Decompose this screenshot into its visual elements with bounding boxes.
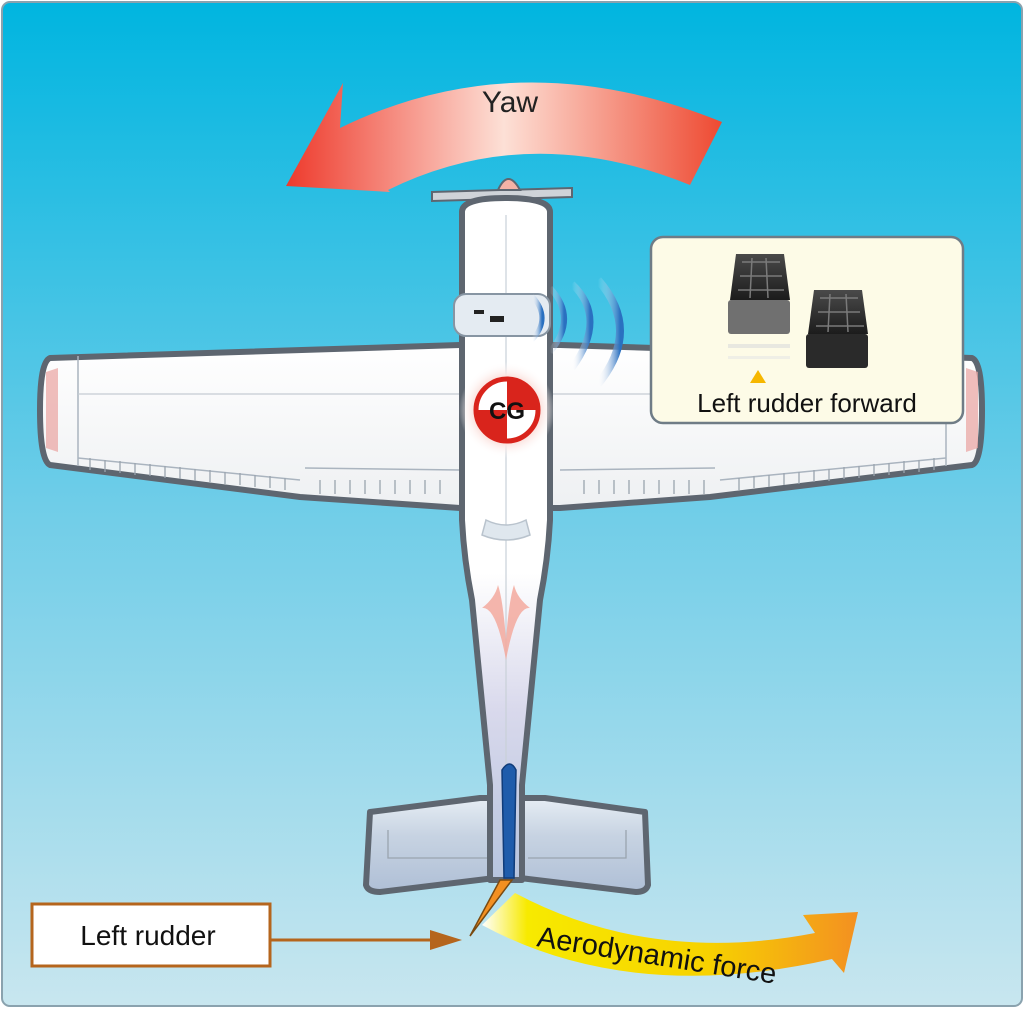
pedals-caption: Left rudder forward — [697, 388, 917, 418]
cg-marker — [459, 362, 555, 458]
cowling-panel — [453, 293, 551, 337]
motion-waves — [530, 277, 624, 387]
cg-label: CG — [489, 398, 525, 425]
right-pedal — [806, 290, 868, 368]
yaw-arrow — [286, 82, 722, 192]
left-rudder-label: Left rudder — [80, 920, 215, 951]
rudder-pedals-inset — [649, 235, 965, 425]
pedal-indicator-icon — [750, 370, 766, 383]
aerodynamic-force-arrow — [482, 893, 858, 976]
left-pedal — [728, 254, 790, 359]
propeller — [431, 178, 573, 203]
rudder — [469, 879, 514, 937]
callout-arrowhead-icon — [430, 930, 462, 950]
left-rudder-callout — [30, 902, 462, 968]
yaw-label: Yaw — [482, 86, 538, 119]
